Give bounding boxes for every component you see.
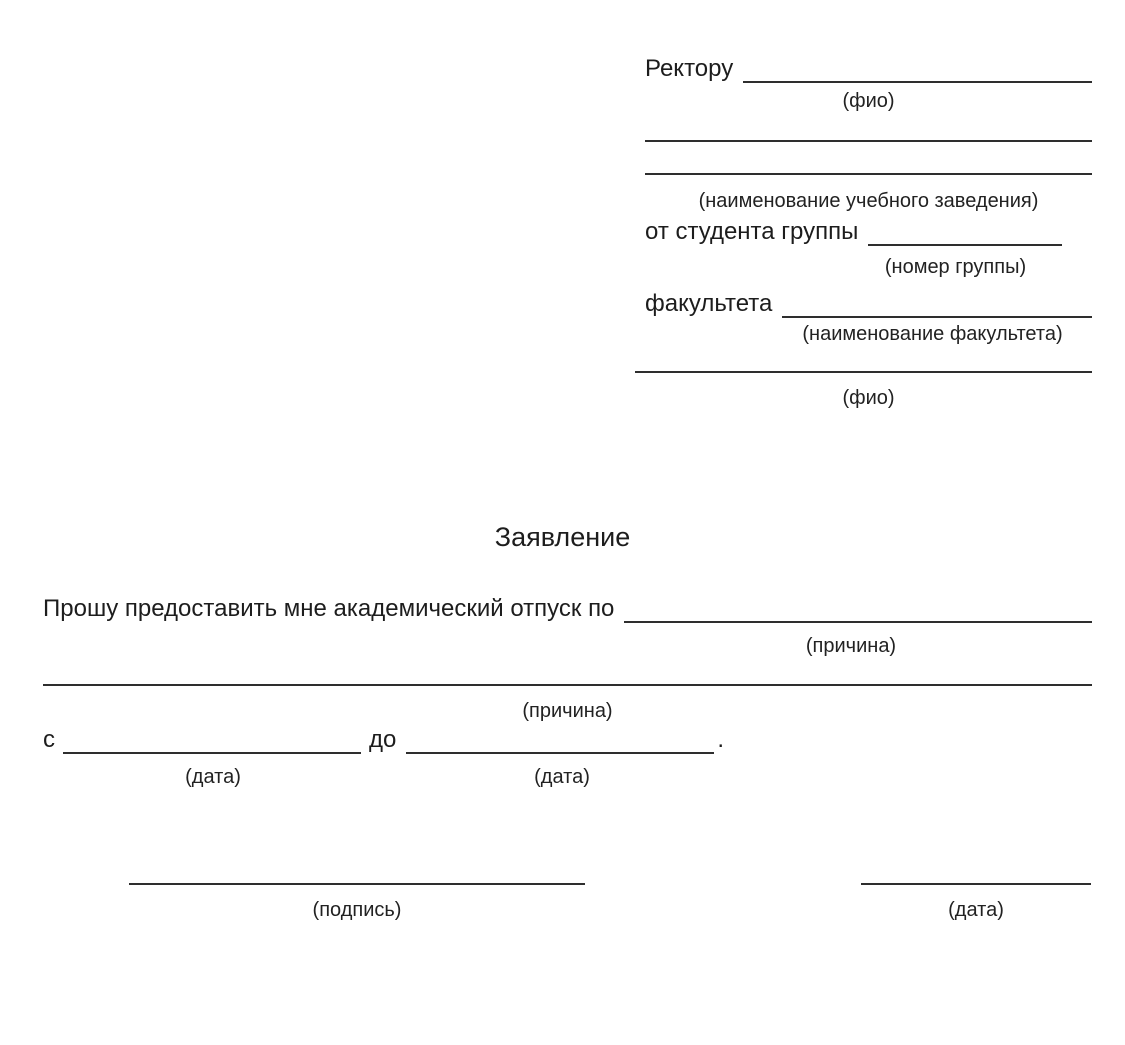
reason-caption-2: (причина) bbox=[522, 700, 613, 722]
reason-field-1[interactable] bbox=[624, 595, 1092, 623]
institution-field-line-1[interactable] bbox=[645, 140, 1092, 142]
rector-row: Ректору bbox=[645, 55, 1092, 83]
faculty-caption: (наименование факультета) bbox=[802, 323, 1063, 345]
from-student-label: от студента группы bbox=[645, 218, 859, 245]
student-fio-caption: (фио) bbox=[842, 387, 895, 409]
reason-field-2[interactable] bbox=[43, 684, 1092, 686]
document-title: Заявление bbox=[494, 522, 631, 552]
rector-label: Ректору bbox=[645, 55, 734, 82]
reason-caption-1: (причина) bbox=[805, 635, 897, 657]
addressee-block: Ректору (фио) (наименование учебного зав… bbox=[635, 55, 1092, 410]
faculty-row: факультета bbox=[645, 290, 1092, 318]
signature-caption: (подпись) bbox=[312, 899, 402, 921]
rector-name-field[interactable] bbox=[743, 55, 1092, 83]
student-group-row: от студента группы bbox=[645, 218, 1092, 246]
institution-caption: (наименование учебного заведения) bbox=[698, 190, 1039, 212]
faculty-label: факультета bbox=[645, 290, 773, 317]
group-number-field[interactable] bbox=[868, 218, 1062, 246]
faculty-name-field[interactable] bbox=[782, 290, 1092, 318]
to-label: до bbox=[369, 726, 397, 753]
request-text: Прошу предоставить мне академический отп… bbox=[43, 595, 615, 622]
from-label: с bbox=[43, 726, 55, 753]
signature-field[interactable] bbox=[129, 883, 585, 885]
date-from-caption: (дата) bbox=[185, 766, 241, 788]
date-to-caption: (дата) bbox=[534, 766, 590, 788]
request-row: Прошу предоставить мне академический отп… bbox=[43, 595, 1092, 623]
footer-date-caption: (дата) bbox=[948, 899, 1004, 921]
date-to-field[interactable] bbox=[406, 726, 715, 754]
date-from-field[interactable] bbox=[63, 726, 361, 754]
student-name-field[interactable] bbox=[635, 371, 1092, 373]
date-field[interactable] bbox=[861, 883, 1091, 885]
group-number-caption: (номер группы) bbox=[884, 256, 1027, 278]
institution-field-line-2[interactable] bbox=[645, 173, 1092, 175]
date-range-row: с до . bbox=[43, 726, 724, 754]
rector-fio-caption: (фио) bbox=[842, 90, 895, 112]
period-terminator: . bbox=[717, 726, 725, 753]
